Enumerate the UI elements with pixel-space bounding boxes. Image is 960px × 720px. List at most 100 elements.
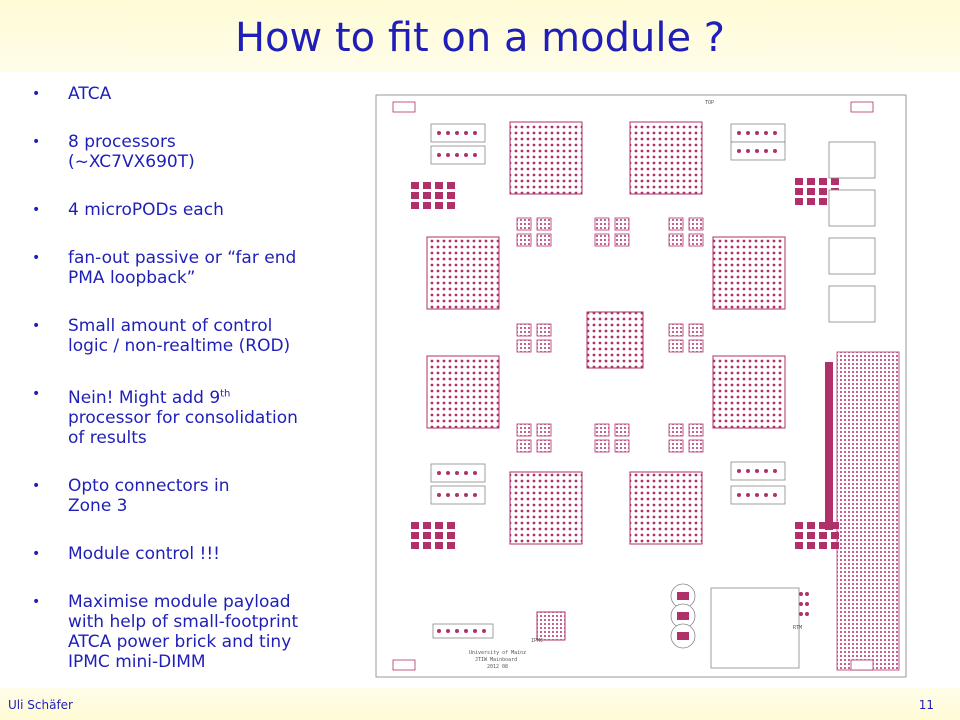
- power-pad: [807, 522, 815, 529]
- bullet-item: •8 processors (~XC7VX690T): [30, 132, 360, 172]
- micropod-footprint: [614, 423, 630, 437]
- power-pad: [447, 202, 455, 209]
- board-maker-label-3: 2012 08: [487, 664, 508, 670]
- power-pad: [423, 182, 431, 189]
- power-pad: [795, 542, 803, 549]
- mounting-mark: [392, 659, 416, 671]
- connector-pin: [473, 471, 477, 475]
- power-pad: [423, 202, 431, 209]
- bullet-item: • Nein! Might add 9th processor for conso…: [30, 384, 360, 448]
- micropod-footprint: [536, 423, 552, 437]
- micropod-footprint: [668, 439, 684, 453]
- power-pad: [807, 188, 815, 195]
- bullet-text: Module control !!!: [68, 543, 220, 564]
- power-pad: [807, 532, 815, 539]
- micropod-footprint: [688, 233, 704, 247]
- footer-band: [0, 688, 960, 720]
- connector-pin: [746, 493, 750, 497]
- power-pad: [435, 202, 443, 209]
- power-pad: [435, 182, 443, 189]
- rtm-connector-field: [836, 351, 900, 671]
- micropod-footprint: [516, 217, 532, 231]
- zone3-opto-housing: [828, 285, 876, 323]
- bullet-text: Small amount of control logic / non-real…: [68, 316, 291, 356]
- power-pad: [819, 532, 827, 539]
- ipmc-pin: [446, 629, 450, 633]
- connector-pin: [737, 131, 741, 135]
- power-pad: [831, 532, 839, 539]
- power-pad: [819, 542, 827, 549]
- power-pad: [795, 178, 803, 185]
- zone3-opto-housing: [828, 237, 876, 275]
- connector-pin: [464, 471, 468, 475]
- connector-pin: [755, 493, 759, 497]
- power-brick-outline: [710, 587, 800, 669]
- ipmc-connector: [432, 623, 494, 639]
- connector-pin: [773, 493, 777, 497]
- power-pad: [423, 532, 431, 539]
- power-pad: [807, 178, 815, 185]
- connector-pin: [464, 131, 468, 135]
- fpga-bga: [509, 121, 583, 195]
- bullet-text: Nein! Might add 9th processor for consol…: [68, 388, 298, 448]
- ipmc-pin: [455, 629, 459, 633]
- fpga-bga: [509, 471, 583, 545]
- power-pad: [447, 532, 455, 539]
- bullet-text-post: processor for consolidation of results: [68, 407, 298, 448]
- connector-pin: [455, 493, 459, 497]
- power-pad: [447, 522, 455, 529]
- fpga-bga: [712, 355, 786, 429]
- power-pad: [435, 532, 443, 539]
- page-number: 11: [918, 698, 934, 712]
- mounting-mark: [850, 659, 874, 671]
- power-pad: [807, 198, 815, 205]
- connector-pin: [446, 493, 450, 497]
- bullet-text: Opto connectors in Zone 3: [68, 475, 230, 516]
- connector-pin: [764, 149, 768, 153]
- connector-pin: [746, 149, 750, 153]
- micropod-footprint: [668, 233, 684, 247]
- title-band: [0, 0, 960, 72]
- micropod-footprint: [668, 217, 684, 231]
- bullet-dot-icon: •: [32, 593, 41, 610]
- micropod-footprint: [594, 217, 610, 231]
- ipmc-pin: [464, 629, 468, 633]
- fpga-bga: [426, 355, 500, 429]
- connector-pin: [437, 471, 441, 475]
- power-brick-pin: [799, 612, 803, 616]
- connector-pin: [746, 131, 750, 135]
- board-maker-label: University of Mainz: [469, 650, 526, 656]
- bullet-superscript: th: [220, 388, 231, 399]
- micropod-footprint: [688, 339, 704, 353]
- micropod-footprint: [594, 233, 610, 247]
- connector-pin: [773, 149, 777, 153]
- connector-pin: [746, 469, 750, 473]
- connector-pin: [464, 493, 468, 497]
- power-pad: [795, 522, 803, 529]
- micropod-footprint: [668, 323, 684, 337]
- mounting-mark: [392, 101, 416, 113]
- connector-pin: [737, 493, 741, 497]
- connector-pin: [473, 493, 477, 497]
- power-pad: [831, 178, 839, 185]
- board-top-label: TOP: [705, 100, 714, 106]
- power-pad: [411, 192, 419, 199]
- connector-pin: [437, 153, 441, 157]
- micropod-footprint: [536, 217, 552, 231]
- micropod-footprint: [536, 339, 552, 353]
- power-pad: [435, 192, 443, 199]
- connector-pin: [473, 131, 477, 135]
- bullet-dot-icon: •: [32, 386, 41, 402]
- zone3-connector-bar: [825, 362, 833, 530]
- connector-pin: [455, 153, 459, 157]
- connector-pin: [446, 153, 450, 157]
- power-pad: [411, 182, 419, 189]
- capacitor-pad: [677, 612, 689, 620]
- capacitor-pad: [677, 632, 689, 640]
- board-ipmc-label: IPMC: [531, 638, 543, 644]
- power-pad: [435, 542, 443, 549]
- connector-pin: [755, 469, 759, 473]
- connector-pin: [773, 131, 777, 135]
- connector-pin: [764, 493, 768, 497]
